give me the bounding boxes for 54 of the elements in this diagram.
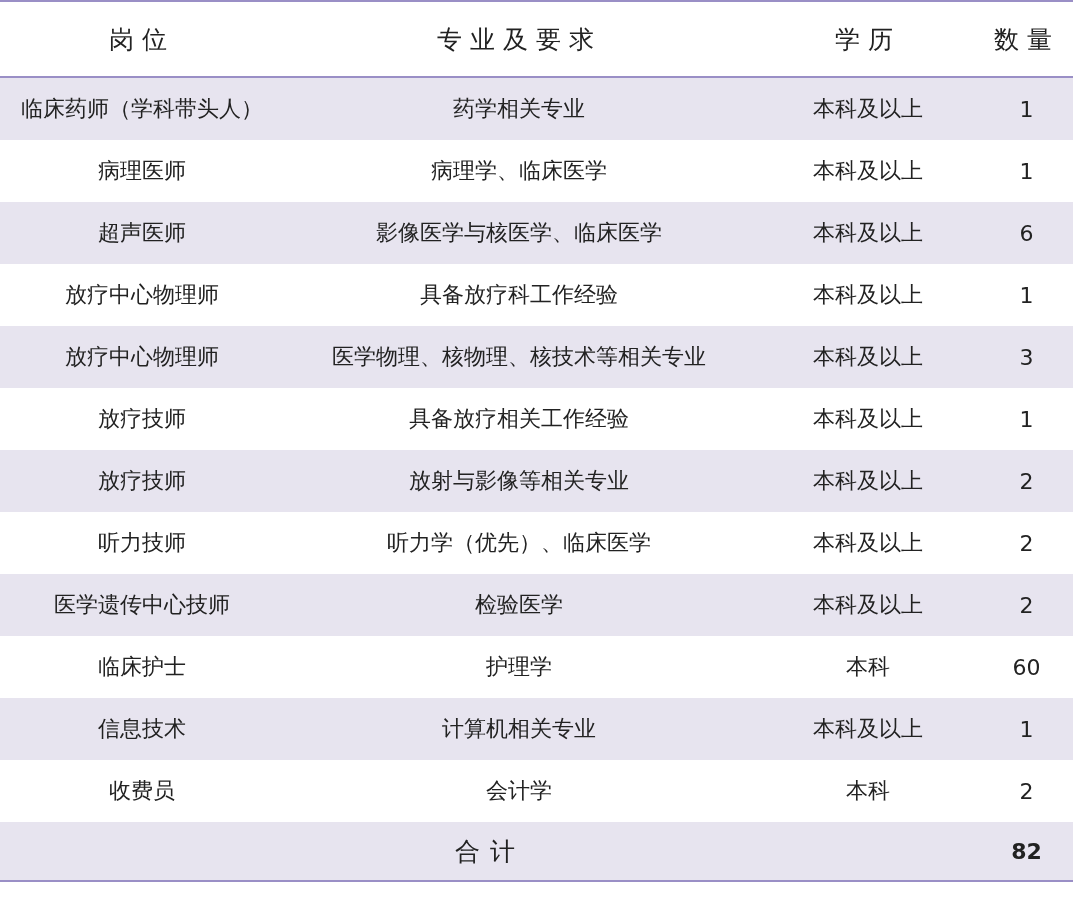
degree-requirement: 本科及以上: [755, 202, 980, 264]
position-name: 病理医师: [0, 140, 283, 202]
headcount: 2: [980, 574, 1073, 636]
degree-requirement: 本科及以上: [755, 512, 980, 574]
major-requirement: 放射与影像等相关专业: [283, 450, 755, 512]
column-header: 专业及要求: [283, 1, 755, 77]
degree-requirement: 本科及以上: [755, 264, 980, 326]
major-requirement: 影像医学与核医学、临床医学: [283, 202, 755, 264]
column-header: 岗位: [0, 1, 283, 77]
major-requirement: 具备放疗科工作经验: [283, 264, 755, 326]
headcount: 6: [980, 202, 1073, 264]
headcount: 2: [980, 760, 1073, 822]
position-name: 听力技师: [0, 512, 283, 574]
degree-requirement: 本科及以上: [755, 77, 980, 140]
position-name: 放疗中心物理师: [0, 326, 283, 388]
major-requirement: 具备放疗相关工作经验: [283, 388, 755, 450]
headcount: 1: [980, 388, 1073, 450]
degree-requirement: 本科及以上: [755, 450, 980, 512]
headcount: 3: [980, 326, 1073, 388]
position-name: 医学遗传中心技师: [0, 574, 283, 636]
major-requirement: 药学相关专业: [283, 77, 755, 140]
total-label: 合计: [0, 822, 980, 881]
degree-requirement: 本科及以上: [755, 698, 980, 760]
major-requirement: 护理学: [283, 636, 755, 698]
position-name: 收费员: [0, 760, 283, 822]
major-requirement: 病理学、临床医学: [283, 140, 755, 202]
major-requirement: 听力学（优先）、临床医学: [283, 512, 755, 574]
major-requirement: 检验医学: [283, 574, 755, 636]
headcount: 1: [980, 77, 1073, 140]
headcount: 2: [980, 450, 1073, 512]
column-header: 学历: [755, 1, 980, 77]
major-requirement: 计算机相关专业: [283, 698, 755, 760]
position-name: 临床药师（学科带头人）: [0, 77, 283, 140]
position-name: 放疗中心物理师: [0, 264, 283, 326]
column-header: 数量: [980, 1, 1073, 77]
degree-requirement: 本科: [755, 760, 980, 822]
headcount: 1: [980, 140, 1073, 202]
degree-requirement: 本科: [755, 636, 980, 698]
degree-requirement: 本科及以上: [755, 326, 980, 388]
position-name: 放疗技师: [0, 450, 283, 512]
position-name: 信息技术: [0, 698, 283, 760]
major-requirement: 医学物理、核物理、核技术等相关专业: [283, 326, 755, 388]
headcount: 1: [980, 264, 1073, 326]
headcount: 2: [980, 512, 1073, 574]
degree-requirement: 本科及以上: [755, 574, 980, 636]
major-requirement: 会计学: [283, 760, 755, 822]
total-value: 82: [980, 822, 1073, 881]
position-name: 临床护士: [0, 636, 283, 698]
position-name: 放疗技师: [0, 388, 283, 450]
headcount: 60: [980, 636, 1073, 698]
degree-requirement: 本科及以上: [755, 388, 980, 450]
position-name: 超声医师: [0, 202, 283, 264]
headcount: 1: [980, 698, 1073, 760]
degree-requirement: 本科及以上: [755, 140, 980, 202]
